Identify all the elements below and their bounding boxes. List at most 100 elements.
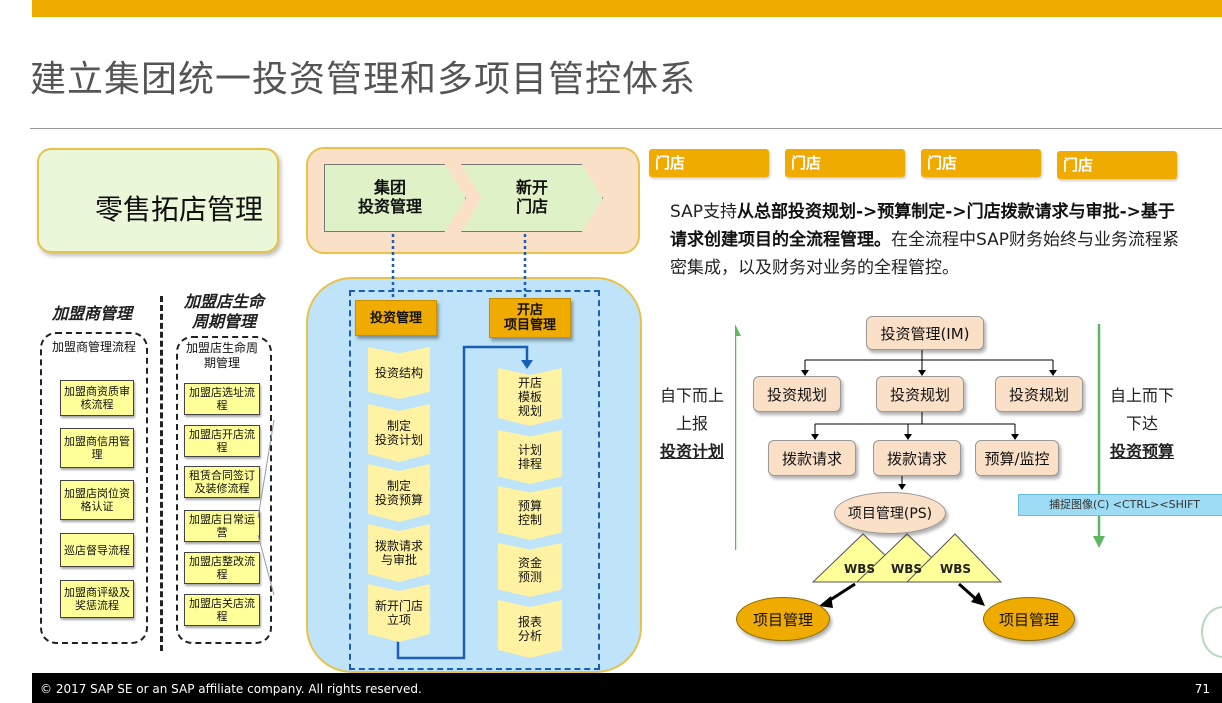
franchisee-item[interactable]: 加盟店岗位资格认证 [60, 480, 134, 520]
arrow-label-line: 投资管理 [357, 197, 422, 216]
floating-widget-icon[interactable] [1201, 606, 1222, 658]
footer-bar: © 2017 SAP SE or an SAP affiliate compan… [32, 673, 1222, 703]
bottom-up-label: 自下而上 上报 投资计划 [652, 382, 732, 466]
arrow-label-line: 新开 [515, 178, 548, 197]
store-tab[interactable]: 门店 [1057, 151, 1177, 179]
step-line: 制定 [386, 479, 411, 493]
appropriation-request-node[interactable]: 拨款请求 [873, 440, 961, 476]
step-line: 分析 [517, 629, 542, 643]
investment-step[interactable]: 新开门店 立项 [368, 584, 430, 642]
new-store-arrow-label: 新开 门店 [480, 178, 584, 216]
side-line: 下达 [1125, 414, 1158, 433]
arrow-label-line: 集团 [373, 178, 406, 197]
store-tab[interactable]: 门店 [785, 149, 905, 177]
store-project-step[interactable]: 开店 模板 规划 [498, 368, 562, 426]
sap-description: SAP支持从总部投资规划->预算制定->门店拨款请求与审批->基于请求创建项目的… [670, 198, 1190, 282]
wbs-label: WBS [891, 562, 923, 576]
process-detail-dashed-frame [349, 290, 600, 670]
description-suffix: 在全流程中SAP财务始终与业务流程紧密集成，以及财务对业务的全程管控。 [670, 230, 1179, 278]
side-line: 自下而上 [659, 386, 724, 405]
hierarchy-connectors [735, 324, 1105, 608]
new-store-arrow[interactable] [461, 164, 603, 232]
investment-plan-node[interactable]: 投资规划 [995, 376, 1083, 412]
copyright-text: © 2017 SAP SE or an SAP affiliate compan… [40, 682, 422, 696]
investment-step[interactable]: 制定 投资预算 [368, 464, 430, 522]
description-prefix: SAP支持 [670, 202, 737, 222]
lifecycle-item[interactable]: 租赁合同签订及装修流程 [184, 466, 260, 498]
lifecycle-subheading-line: 期管理 [203, 356, 240, 370]
budget-monitor-node[interactable]: 预算/监控 [975, 440, 1059, 476]
franchisee-dashed-group [40, 332, 148, 644]
store-project-step[interactable]: 资金 预测 [498, 543, 562, 597]
lifecycle-heading-line: 周期管理 [191, 312, 256, 331]
lifecycle-heading: 加盟店生命 周期管理 [172, 292, 276, 332]
step-line: 制定 [386, 419, 411, 433]
page-title: 建立集团统一投资管理和多项目管控体系 [30, 59, 697, 100]
appropriation-request-node[interactable]: 拨款请求 [768, 440, 856, 476]
group-investment-arrow-label: 集团 投资管理 [338, 178, 442, 216]
step-line: 预测 [517, 570, 542, 584]
lifecycle-connector-lines [257, 419, 275, 596]
lifecycle-item[interactable]: 加盟店选址流程 [184, 383, 260, 415]
franchisee-item[interactable]: 加盟商资质审核流程 [60, 380, 134, 416]
step-line: 投资结构 [374, 366, 423, 380]
group-investment-arrow[interactable] [324, 164, 466, 232]
step-line: 模板 [517, 390, 542, 404]
investment-plan-node[interactable]: 投资规划 [753, 376, 841, 412]
step-line: 规划 [517, 404, 542, 418]
side-line: 自上而下 [1109, 386, 1174, 405]
store-project-header[interactable]: 开店 项目管理 [489, 298, 571, 338]
page-number: 71 [1194, 682, 1210, 696]
lifecycle-item[interactable]: 加盟店日常运营 [184, 510, 260, 542]
store-project-step[interactable]: 报表 分析 [498, 600, 562, 658]
project-management-node[interactable]: 项目管理 [736, 597, 830, 641]
store-project-step[interactable]: 计划 排程 [498, 430, 562, 484]
step-line: 拨款请求 [374, 539, 423, 553]
process-connectors [391, 234, 533, 660]
title-divider [30, 128, 1222, 129]
project-system-node[interactable]: 项目管理(PS) [834, 492, 946, 534]
side-line: 上报 [675, 414, 708, 433]
project-management-node[interactable]: 项目管理 [983, 597, 1075, 641]
store-project-header-line: 项目管理 [503, 318, 556, 333]
lifecycle-subheading-line: 加盟店生命周 [185, 341, 258, 355]
step-line: 投资计划 [374, 433, 423, 447]
column-separator [160, 296, 163, 651]
step-line: 立项 [386, 613, 411, 627]
step-line: 排程 [517, 457, 542, 471]
franchisee-heading: 加盟商管理 [51, 304, 132, 323]
investment-step[interactable]: 拨款请求 与审批 [368, 524, 430, 582]
lifecycle-subheading: 加盟店生命周 期管理 [176, 341, 268, 371]
lifecycle-item[interactable]: 加盟店关店流程 [184, 594, 260, 626]
step-line: 报表 [517, 615, 542, 629]
wbs-label: WBS [940, 562, 972, 576]
step-line: 计划 [517, 443, 542, 457]
retail-expansion-label: 零售拓店管理 [95, 193, 264, 226]
lifecycle-item[interactable]: 加盟店整改流程 [184, 552, 260, 584]
lifecycle-item[interactable]: 加盟店开店流程 [184, 425, 260, 457]
franchisee-item[interactable]: 加盟商信用管理 [60, 428, 134, 468]
side-line: 投资计划 [659, 442, 724, 461]
arrow-label-line: 门店 [515, 197, 548, 216]
franchisee-item[interactable]: 加盟商评级及奖惩流程 [60, 580, 134, 618]
capture-image-toolbar[interactable]: 捕捉图像(C) <CTRL><SHIFT [1018, 494, 1222, 516]
step-line: 与审批 [380, 553, 417, 567]
lifecycle-dashed-group [176, 336, 272, 644]
investment-management-header[interactable]: 投资管理 [355, 300, 437, 336]
step-line: 预算 [517, 499, 542, 513]
investment-step[interactable]: 投资结构 [368, 347, 430, 399]
store-project-header-line: 开店 [516, 303, 543, 318]
store-tab[interactable]: 门店 [921, 149, 1041, 177]
step-line: 开店 [517, 376, 542, 390]
im-root-node[interactable]: 投资管理(IM) [866, 316, 984, 350]
investment-step[interactable]: 制定 投资计划 [368, 404, 430, 462]
step-line: 控制 [517, 513, 542, 527]
franchisee-item[interactable]: 巡店督导流程 [60, 533, 134, 567]
wbs-label: WBS [844, 562, 876, 576]
step-line: 新开门店 [374, 599, 423, 613]
process-detail-panel [306, 277, 642, 673]
investment-plan-node[interactable]: 投资规划 [876, 376, 964, 412]
store-project-step[interactable]: 预算 控制 [498, 486, 562, 540]
step-line: 资金 [517, 556, 542, 570]
store-tab[interactable]: 门店 [649, 149, 769, 177]
